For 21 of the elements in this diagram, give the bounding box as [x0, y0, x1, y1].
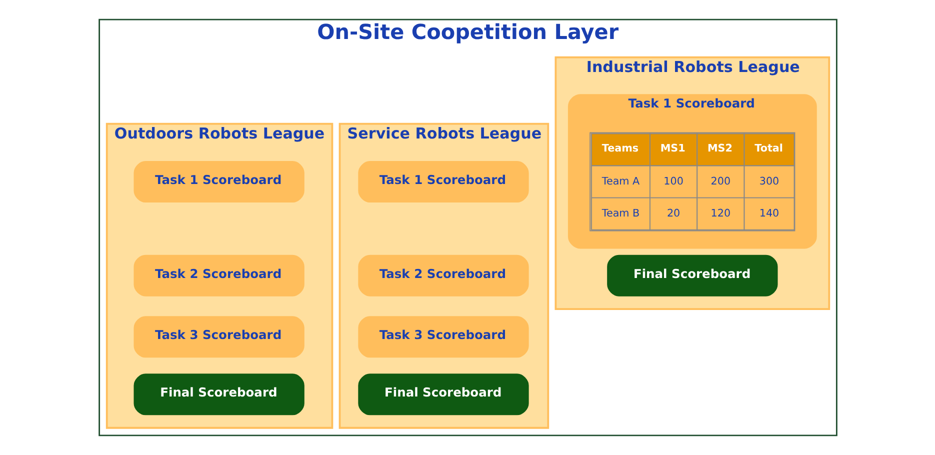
label: 300 [758, 175, 779, 188]
label: Total [754, 142, 782, 154]
label: MS1 [660, 142, 685, 154]
label: Team B [601, 207, 640, 220]
node-box: Final Scoreboard [358, 374, 528, 416]
label: 100 [663, 175, 683, 188]
node-box: Task 1 Scoreboard [358, 161, 528, 203]
node-box: Task 1 Scoreboard [133, 161, 304, 203]
node-box: Task 3 Scoreboard [358, 316, 528, 358]
label: MS2 [707, 142, 732, 154]
label: 120 [710, 207, 730, 220]
node-box: Final Scoreboard [133, 374, 304, 416]
label: Team A [601, 175, 640, 188]
node-box: Task 2 Scoreboard [133, 254, 304, 296]
node-box: Task 2 Scoreboard [358, 254, 528, 296]
label: 140 [758, 207, 779, 220]
label: 200 [710, 175, 730, 188]
node-box: Final Scoreboard [606, 254, 778, 296]
label: Teams [601, 142, 638, 154]
node-box: Task 3 Scoreboard [133, 316, 304, 358]
label: 20 [666, 207, 680, 220]
